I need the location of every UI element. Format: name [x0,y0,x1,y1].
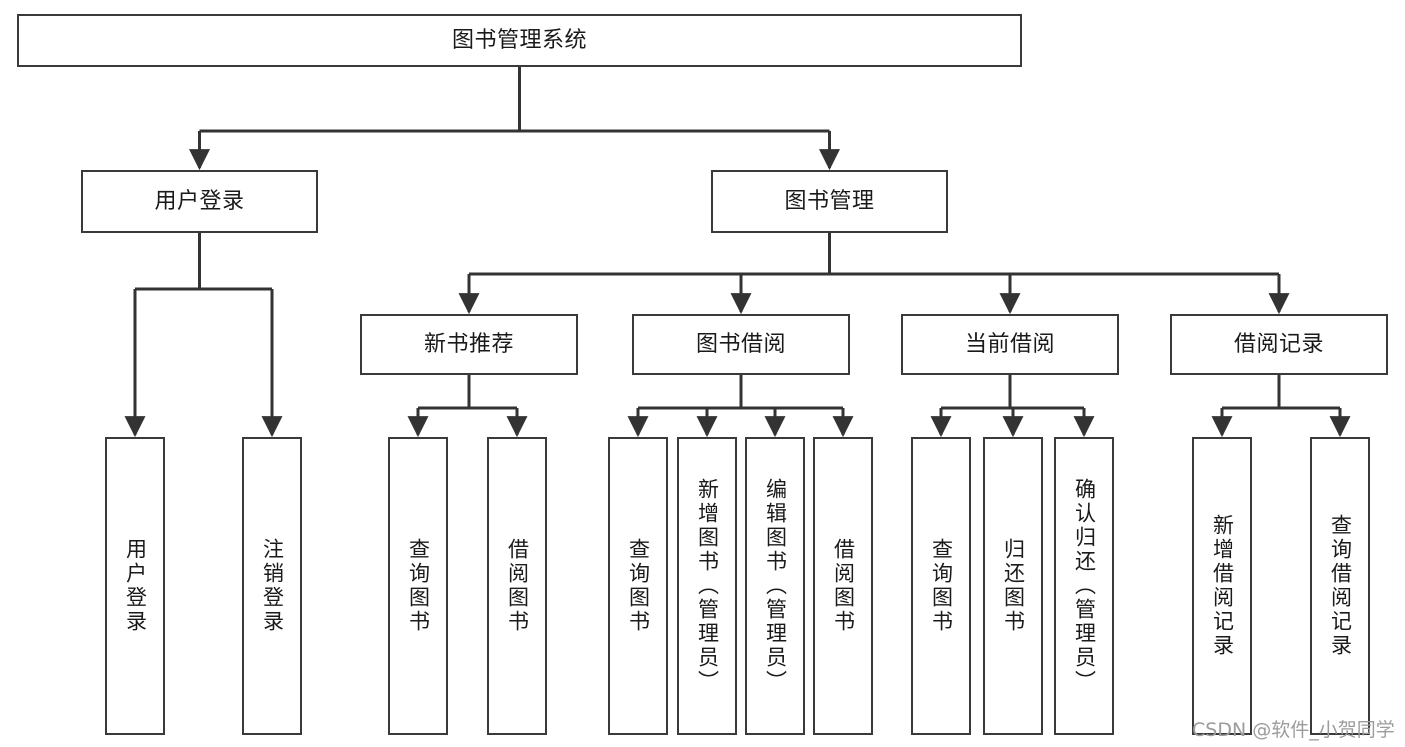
node-label: 归还图书 [1001,538,1026,634]
node-leaf-return-book[interactable]: 归还图书 [983,437,1043,735]
node-label: 新增图书（管理员） [695,478,720,694]
node-label: 图书管理系统 [451,27,587,53]
node-leaf-query-book-3[interactable]: 查询图书 [911,437,971,735]
node-label: 借阅记录 [1233,331,1324,357]
node-label: 查询图书 [929,538,954,634]
node-label: 当前借阅 [964,331,1055,357]
node-label: 图书借阅 [695,331,786,357]
node-label: 注销登录 [260,538,285,634]
node-label: 用户登录 [123,538,148,634]
node-leaf-edit-book-admin[interactable]: 编辑图书（管理员） [745,437,805,735]
node-label: 查询图书 [626,538,651,634]
node-leaf-query-book-2[interactable]: 查询图书 [608,437,668,735]
node-leaf-confirm-return-admin[interactable]: 确认归还（管理员） [1054,437,1114,735]
node-label: 查询图书 [406,538,431,634]
node-borrow-record[interactable]: 借阅记录 [1170,314,1388,375]
node-current-borrow[interactable]: 当前借阅 [901,314,1119,375]
node-book-manage[interactable]: 图书管理 [711,170,948,233]
node-label: 新增借阅记录 [1210,514,1235,658]
node-leaf-query-book-1[interactable]: 查询图书 [388,437,448,735]
node-label: 借阅图书 [505,538,530,634]
node-new-book-recommend[interactable]: 新书推荐 [360,314,578,375]
node-book-borrow[interactable]: 图书借阅 [632,314,850,375]
node-user-login[interactable]: 用户登录 [81,170,318,233]
node-leaf-borrow-book-1[interactable]: 借阅图书 [487,437,547,735]
node-label: 用户登录 [154,188,245,214]
node-leaf-add-borrow-record[interactable]: 新增借阅记录 [1192,437,1252,735]
node-leaf-borrow-book-2[interactable]: 借阅图书 [813,437,873,735]
node-leaf-query-borrow-record[interactable]: 查询借阅记录 [1310,437,1370,735]
node-label: 新书推荐 [423,331,514,357]
node-label: 查询借阅记录 [1328,514,1353,658]
node-leaf-add-book-admin[interactable]: 新增图书（管理员） [677,437,737,735]
node-label: 确认归还（管理员） [1072,478,1097,694]
node-label: 编辑图书（管理员） [763,478,788,694]
node-leaf-user-logout[interactable]: 注销登录 [242,437,302,735]
node-label: 借阅图书 [831,538,856,634]
node-root[interactable]: 图书管理系统 [17,14,1022,67]
node-leaf-user-login[interactable]: 用户登录 [105,437,165,735]
node-label: 图书管理 [784,188,875,214]
connector-group [124,67,1351,438]
